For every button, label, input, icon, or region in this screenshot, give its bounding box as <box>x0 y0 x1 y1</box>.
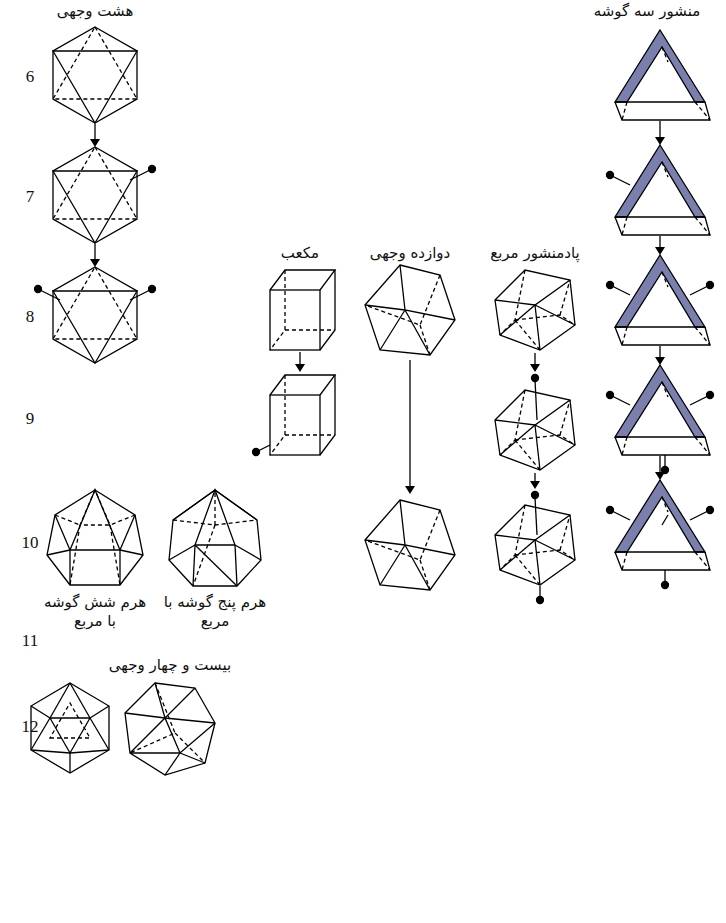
polyhedron-name: هرم پنج گوشه با مربع <box>163 593 268 631</box>
polyhedron-name: هرم شش گوشه با مربع <box>43 593 148 631</box>
polyhedron-name: منشور سه گوشه <box>572 2 722 21</box>
coordination-number: 11 <box>15 630 45 651</box>
coordination-number: 8 <box>15 306 45 327</box>
coordination-number: 12 <box>15 716 45 737</box>
coordination-number: 10 <box>15 532 45 553</box>
polyhedron-name: دوازده وجهی <box>355 244 465 263</box>
polyhedron-name: هشت وجهی <box>35 2 155 21</box>
coordination-number: 9 <box>15 408 45 429</box>
coordination-number: 7 <box>15 186 45 207</box>
polyhedron-name: پادمنشور مربع <box>470 244 600 263</box>
polyhedron-name: مکعب <box>260 244 340 263</box>
polyhedron-name: بیست و چهار وجهی <box>90 656 250 675</box>
coordination-number: 6 <box>15 66 45 87</box>
